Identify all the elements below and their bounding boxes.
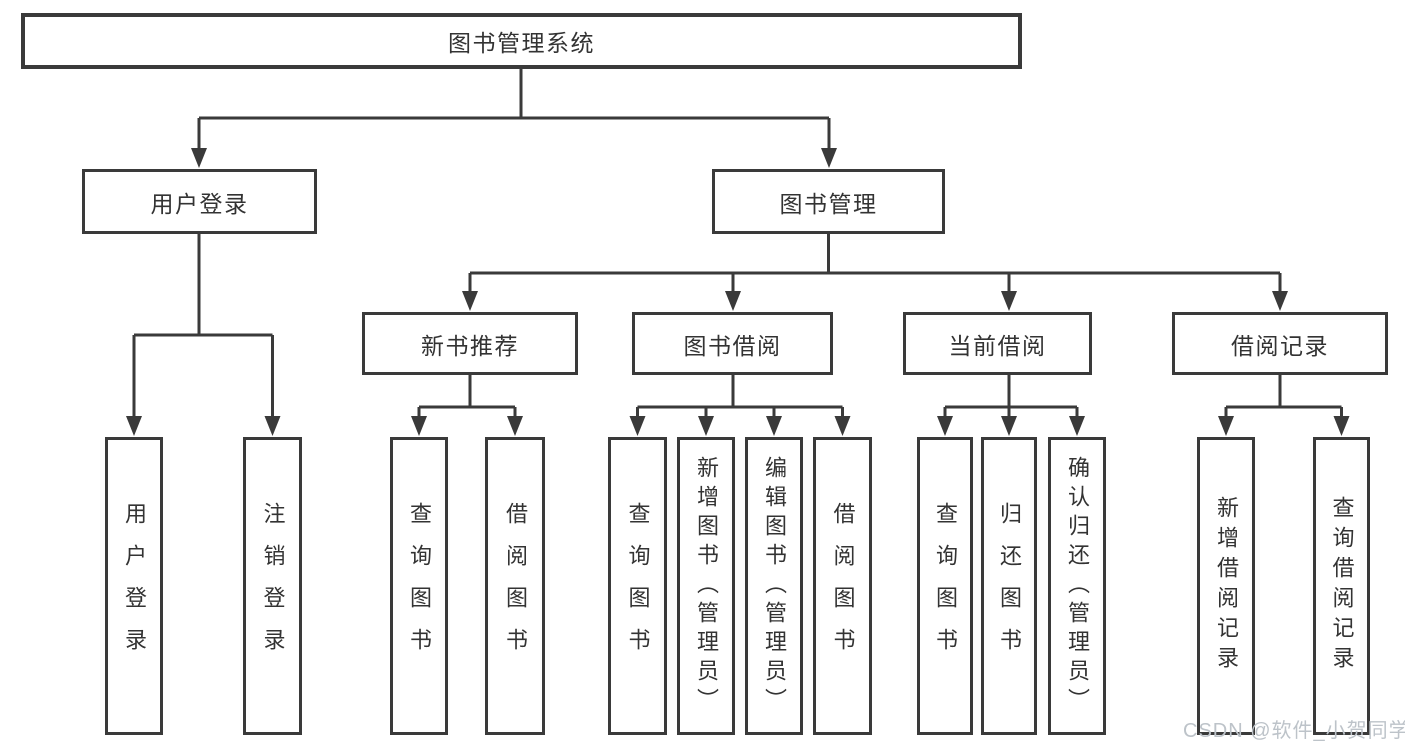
node-label: 借阅记录	[1231, 332, 1329, 359]
node-label: 编辑图书（管理员）	[762, 455, 787, 717]
node-book-management: 图书管理	[712, 169, 945, 234]
leaf-add-borrow-record: 新增借阅记录	[1197, 437, 1255, 735]
leaf-user-login: 用户登录	[105, 437, 163, 735]
watermark: CSDN @软件_小贺同学	[1183, 720, 1405, 742]
node-label: 借阅图书	[503, 502, 528, 670]
node-new-book-recommend: 新书推荐	[362, 312, 578, 375]
node-label: 新书推荐	[421, 332, 519, 359]
node-book-borrowing: 图书借阅	[632, 312, 833, 375]
node-label: 查询借阅记录	[1329, 496, 1355, 676]
node-label: 确认归还（管理员）	[1065, 455, 1090, 717]
leaf-add-books-admin: 新增图书（管理员）	[677, 437, 735, 735]
leaf-borrow-books-1: 借阅图书	[485, 437, 545, 735]
node-user-login: 用户登录	[82, 169, 317, 234]
node-label: 图书管理系统	[448, 30, 595, 56]
node-label: 查询图书	[407, 502, 432, 670]
node-library-system: 图书管理系统	[21, 13, 1022, 69]
node-label: 查询图书	[933, 502, 958, 670]
node-label: 查询图书	[625, 502, 651, 670]
leaf-edit-books-admin: 编辑图书（管理员）	[745, 437, 803, 735]
leaf-query-borrow-record: 查询借阅记录	[1313, 437, 1370, 735]
node-label: 注销登录	[260, 502, 286, 670]
node-borrow-records: 借阅记录	[1172, 312, 1388, 375]
leaf-query-books-3: 查询图书	[917, 437, 973, 735]
node-label: 图书借阅	[683, 332, 782, 359]
node-label: 新增图书（管理员）	[694, 455, 719, 717]
node-label: 用户登录	[122, 502, 147, 670]
node-label: 当前借阅	[948, 332, 1047, 359]
node-label: 图书管理	[779, 190, 878, 217]
connector-path	[132, 66, 1343, 420]
node-label: 归还图书	[997, 502, 1022, 670]
leaf-confirm-return-admin: 确认归还（管理员）	[1048, 437, 1106, 735]
leaf-return-books: 归还图书	[981, 437, 1037, 735]
leaf-logout: 注销登录	[243, 437, 302, 735]
node-current-borrowing: 当前借阅	[903, 312, 1092, 375]
leaf-borrow-books-2: 借阅图书	[813, 437, 872, 735]
node-label: 新增借阅记录	[1214, 496, 1239, 676]
leaf-query-books-2: 查询图书	[608, 437, 667, 735]
node-label: 借阅图书	[830, 502, 856, 670]
node-label: 用户登录	[150, 190, 249, 217]
arrowhead-path	[126, 148, 1350, 436]
leaf-query-books-1: 查询图书	[390, 437, 448, 735]
